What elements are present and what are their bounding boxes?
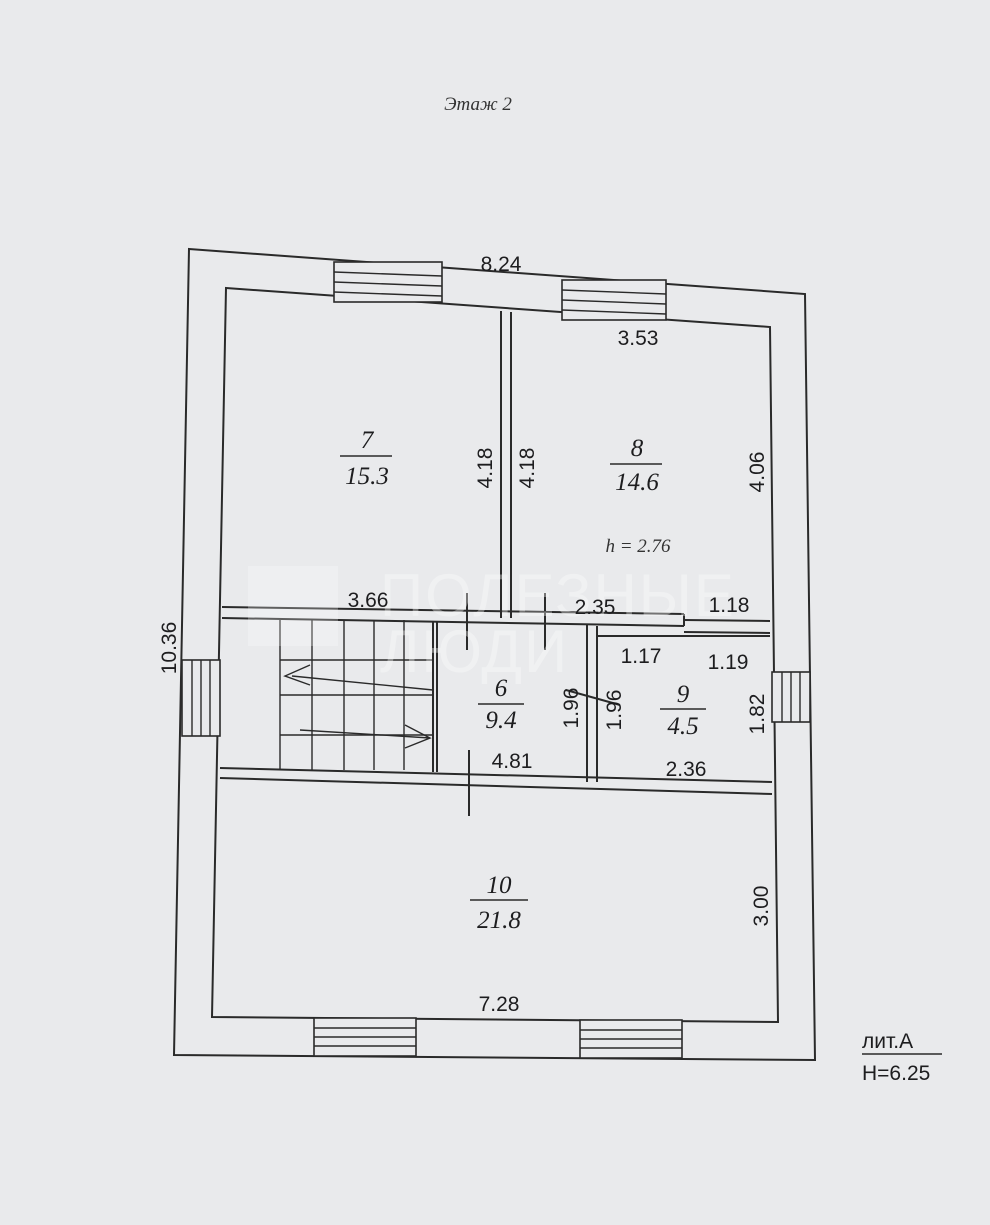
watermark-line2: ЛЮДИ bbox=[380, 618, 569, 685]
windows bbox=[181, 261, 811, 1059]
room-9-area: 4.5 bbox=[667, 713, 698, 740]
overall-width: 8.24 bbox=[481, 253, 522, 276]
dim-room6-bottom: 4.81 bbox=[492, 750, 533, 773]
window-left bbox=[181, 659, 221, 737]
room-8-height: h = 2.76 bbox=[605, 536, 671, 557]
dim-room9-top-b: 1.19 bbox=[708, 651, 749, 674]
dim-room9-bottom: 2.36 bbox=[666, 758, 707, 781]
watermark: ПОЛЕЗНЫЕ ЛЮДИ bbox=[248, 562, 736, 685]
room-10-area: 21.8 bbox=[477, 907, 521, 934]
dim-room7-bottom: 3.66 bbox=[348, 589, 389, 612]
dim-corridor-b: 1.18 bbox=[709, 594, 750, 617]
window-right bbox=[771, 671, 811, 723]
dim-room9-left: 1.96 bbox=[603, 690, 626, 731]
watermark-line1: ПОЛЕЗНЫЕ bbox=[380, 562, 736, 629]
staircase bbox=[279, 620, 434, 770]
dim-room10-right: 3.00 bbox=[750, 886, 773, 927]
room-6-number: 6 bbox=[495, 675, 508, 702]
dim-room10-bottom: 7.28 bbox=[479, 993, 520, 1016]
room-9: 9 4.5 bbox=[660, 681, 706, 740]
interior-walls bbox=[219, 311, 773, 816]
room-8-area: 14.6 bbox=[615, 469, 659, 496]
room-8-number: 8 bbox=[631, 435, 644, 462]
room-8: 8 14.6 bbox=[610, 435, 662, 496]
window-top-left bbox=[333, 261, 443, 303]
room-6-area: 9.4 bbox=[485, 707, 516, 734]
dim-room8-left: 4.18 bbox=[516, 448, 539, 489]
building-height: H=6.25 bbox=[862, 1062, 930, 1085]
window-bottom-left bbox=[313, 1017, 417, 1057]
room-9-number: 9 bbox=[677, 681, 690, 708]
room-7-number: 7 bbox=[361, 427, 375, 454]
room-6: 6 9.4 bbox=[478, 675, 524, 734]
room-10: 10 21.8 bbox=[470, 872, 528, 934]
dim-room7-left: 4.18 bbox=[474, 448, 497, 489]
window-top-right bbox=[561, 279, 667, 321]
dim-corridor-a: 2.35 bbox=[575, 596, 616, 619]
window-bottom-right bbox=[579, 1019, 683, 1059]
building-litera: лит.А bbox=[862, 1030, 913, 1053]
dim-room8-right: 4.06 bbox=[746, 452, 769, 493]
dim-room8-top: 3.53 bbox=[618, 327, 659, 350]
dim-room9-right: 1.82 bbox=[746, 694, 769, 735]
room-7: 7 15.3 bbox=[340, 427, 392, 490]
overall-height: 10.36 bbox=[158, 622, 181, 675]
room-7-area: 15.3 bbox=[345, 463, 389, 490]
dim-room9-top-a: 1.17 bbox=[621, 645, 662, 668]
floor-title: Этаж 2 bbox=[444, 94, 512, 115]
dim-room6-right: 1.96 bbox=[560, 688, 583, 729]
building-info: лит.А H=6.25 bbox=[862, 1030, 942, 1085]
room-10-number: 10 bbox=[487, 872, 513, 899]
